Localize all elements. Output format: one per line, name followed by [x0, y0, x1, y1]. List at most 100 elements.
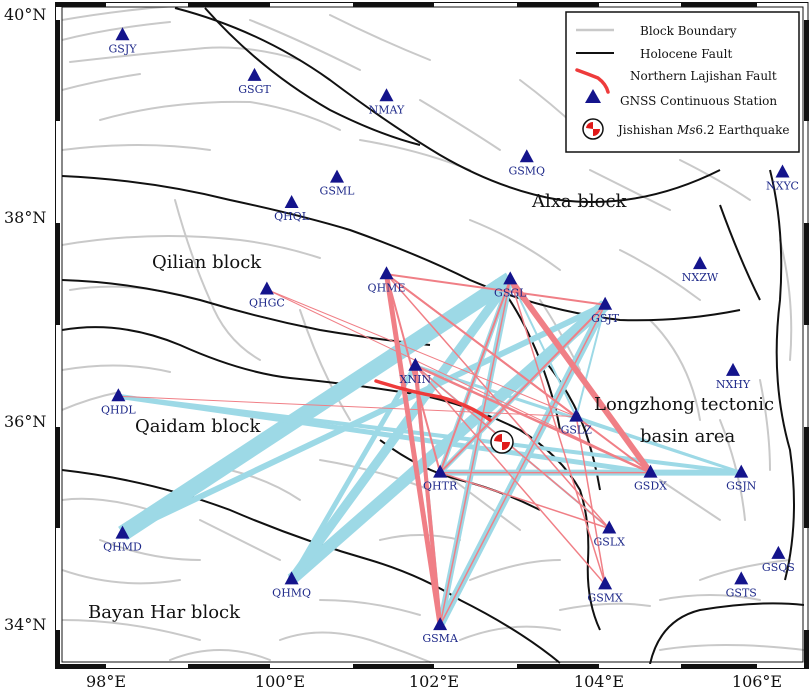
legend-label-earthquake-post: 6.2 Earthquake [695, 123, 789, 137]
legend-label-block-boundary: Block Boundary [640, 24, 737, 38]
station-label-gsgl: GSGL [494, 286, 527, 299]
station-label-gsjn: GSJN [726, 480, 757, 493]
x-tick-label: 100°E [255, 672, 305, 691]
y-tick-label: 34°N [4, 615, 46, 634]
strain-line-qhgc-gsdx [266, 289, 651, 474]
legend-symbol-lajishan-fault [575, 68, 610, 94]
earthquake-beachball [494, 434, 510, 451]
axis-labels: 98°E 100°E 102°E 104°E 106°E 40°N 38°N 3… [4, 5, 782, 691]
frame-tick-segment [55, 427, 60, 528]
station-marker-qhmd [115, 525, 130, 539]
station-marker-nxyc [775, 164, 790, 178]
strain-line-gsgl-gsdx [507, 277, 653, 475]
y-tick-label: 36°N [4, 412, 46, 431]
station-label-qhmq: QHMQ [272, 586, 311, 599]
legend-box [565, 11, 800, 153]
station-marker-gslz [569, 408, 584, 422]
frame-tick-segment [804, 427, 809, 528]
station-label-gsjy: GSJY [109, 42, 138, 55]
station-marker-qhmq [284, 571, 299, 585]
station-marker-gsma [433, 617, 448, 631]
frame-tick-segment [55, 223, 60, 325]
strain-line-qhmd-gsgl [118, 272, 515, 541]
frame-tick-segment [188, 664, 270, 669]
station-label-gsmq: GSMQ [508, 164, 545, 177]
station-label-gsqs: GSQS [762, 561, 795, 574]
station-label-gsdx: GSDX [634, 480, 667, 493]
strain-line-gsjt-gsma [439, 304, 606, 626]
frame-tick-segment [353, 2, 434, 7]
station-marker-gsdx [643, 464, 658, 478]
frame-tick-segment [804, 630, 809, 669]
frame-tick-segment [55, 664, 106, 669]
strain-line-gsjt-gslz [575, 304, 607, 417]
station-marker-nxzw [693, 256, 707, 270]
station-label-gslx: GSLX [594, 536, 626, 549]
strain-line-qhmq-xnin [289, 364, 418, 581]
station-label-nxyc: NXYC [766, 180, 799, 193]
x-tick-label: 104°E [574, 672, 624, 691]
strain-line-gslz-gsmx [575, 416, 606, 585]
station-marker-qhgc [259, 281, 274, 295]
station-marker-qhtr [433, 464, 448, 478]
frame-tick-segment [804, 20, 809, 121]
station-label-gsjt: GSJT [591, 312, 620, 325]
station-label-nmay: NMAY [369, 103, 405, 116]
station-marker-gsjt [598, 296, 613, 310]
x-tick-label: 98°E [86, 672, 126, 691]
station-marker-qhdl [111, 388, 126, 402]
station-label-nxhy: NXHY [716, 378, 751, 391]
frame-tick-segment [804, 223, 809, 325]
station-label-gsts: GSTS [726, 586, 757, 599]
station-marker-gsmx [598, 576, 613, 590]
station-marker-gsgt [247, 67, 262, 81]
frame-tick-segment [55, 20, 60, 121]
station-label-qhmd: QHMD [103, 541, 142, 554]
y-tick-label: 40°N [4, 5, 46, 24]
strain-line-qhmd-gsjt [121, 302, 607, 537]
strain-line-xnin-gsma [413, 365, 443, 626]
strain-line-qhme-gslz [385, 273, 577, 418]
station-marker-gsqs [771, 545, 786, 559]
block-labels: Alxa block Qilian block Qaidam block Lon… [88, 191, 774, 623]
station-marker-gsts [734, 571, 749, 585]
station-marker-gsml [330, 169, 344, 183]
strain-line-gsgl-gsmx [509, 279, 606, 585]
strain-line-qhme-gsjt [386, 273, 606, 306]
station-marker-qhme [379, 266, 394, 280]
strain-line-qhgc-gslz [266, 289, 577, 418]
legend-label-earthquake-pre: Jishishan [616, 123, 677, 137]
strain-line-qhme-qhtr [385, 273, 442, 473]
strain-line-qhtr-gslx [439, 471, 610, 530]
station-label-qhme: QHME [368, 281, 406, 294]
station-label-gsml: GSML [320, 185, 356, 198]
station-marker-gslx [602, 520, 617, 534]
frame-tick-segment [188, 2, 270, 7]
station-label-gsma: GSMA [422, 632, 459, 645]
legend-label-earthquake-em: Ms [676, 123, 695, 137]
strain-line-gsgl-gslz [509, 278, 578, 418]
block-label-alxa: Alxa block [531, 191, 628, 212]
station-marker-nxhy [726, 362, 740, 376]
block-label-longzhong-line1: Longzhong tectonic [594, 394, 774, 415]
strain-line-qhme-gslx [385, 273, 610, 529]
strain-line-gslz-gsjn [575, 415, 742, 474]
legend: Block Boundary Holocene Fault Northern L… [565, 11, 800, 153]
legend-symbol-gnss-station [585, 89, 601, 103]
station-label-xnin: XNIN [400, 373, 432, 386]
legend-label-gnss-station: GNSS Continuous Station [620, 94, 777, 108]
strain-lines-red [118, 273, 653, 626]
strain-line-xnin-gsdx [414, 364, 652, 474]
legend-label-holocene-fault: Holocene Fault [640, 47, 732, 61]
legend-label-earthquake: Jishishan Ms6.2 Earthquake [616, 123, 789, 137]
strain-line-qhme-gsma [384, 273, 443, 626]
station-marker-xnin [408, 357, 423, 371]
station-label-nxzw: NXZW [682, 271, 719, 284]
block-label-qaidam: Qaidam block [135, 416, 261, 437]
station-marker-gsgl [503, 271, 518, 285]
x-tick-label: 102°E [409, 672, 459, 691]
frame-tick-segment [55, 630, 60, 669]
frame-tick-segment [517, 664, 599, 669]
